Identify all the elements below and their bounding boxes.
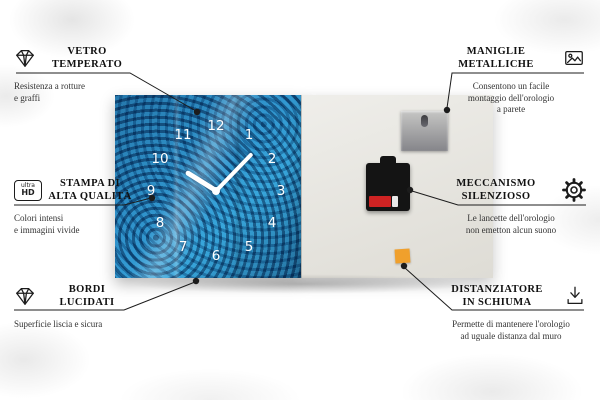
callout-header: BORDI LUCIDATI	[14, 282, 132, 310]
callout-title: BORDI LUCIDATI	[59, 283, 115, 308]
clock-number-1: 1	[244, 127, 254, 143]
callout-vetro-temperato: VETRO TEMPERATO Resistenza a rotture e g…	[14, 44, 132, 104]
ultra-hd-label-bottom: HD	[21, 188, 35, 197]
ultra-hd-label-top: ultra	[21, 182, 35, 189]
callout-description: Colori intensi e immagini vivide	[14, 213, 80, 235]
ultra-hd-icon: ultra HD	[14, 179, 42, 201]
callout-title: VETRO TEMPERATO	[51, 45, 123, 70]
clock-number-2: 2	[267, 151, 277, 167]
gear-icon	[562, 178, 586, 202]
callout-title: MECCANISMO SILENZIOSO	[456, 177, 536, 202]
foam-spacer-icon	[564, 285, 586, 307]
foam-spacer	[394, 248, 411, 264]
gem-icon	[14, 285, 36, 307]
clock-number-3: 3	[276, 183, 286, 199]
callout-description: Permette di mantenere l'orologio ad ugua…	[452, 319, 570, 341]
minute-hand	[214, 152, 254, 193]
clock-back	[301, 95, 493, 278]
clock-number-4: 4	[267, 215, 277, 231]
callout-meccanismo-silenzioso: MECCANISMO SILENZIOSO Le lancette dell'o…	[436, 176, 586, 236]
battery-tip	[392, 196, 398, 207]
clock-hub	[212, 187, 220, 195]
callout-description: Superficie liscia e sicura	[14, 319, 103, 329]
callout-title: MANIGLIE METALLICHE	[458, 45, 534, 70]
callout-header: MECCANISMO SILENZIOSO	[436, 176, 586, 204]
diamond-icon	[14, 47, 36, 69]
callout-description: Resistenza a rotture e graffi	[14, 81, 85, 103]
callout-header: VETRO TEMPERATO	[14, 44, 132, 72]
battery	[369, 196, 391, 207]
clock-number-10: 10	[151, 151, 169, 167]
callout-maniglie-metalliche: MANIGLIE METALLICHE Consentono un facile…	[436, 44, 586, 116]
clock-number-6: 6	[211, 248, 221, 264]
callout-header: DISTANZIATORE IN SCHIUMA	[436, 282, 586, 310]
callout-header: MANIGLIE METALLICHE	[436, 44, 586, 72]
clock-number-8: 8	[155, 215, 165, 231]
callout-bordi-lucidati: BORDI LUCIDATI Superficie liscia e sicur…	[14, 282, 132, 331]
callout-header: ultra HD STAMPA DI ALTA QUALITÀ	[14, 176, 132, 204]
callout-distanziatore-schiuma: DISTANZIATORE IN SCHIUMA Permette di man…	[436, 282, 586, 342]
callout-title: DISTANZIATORE IN SCHIUMA	[451, 283, 543, 308]
product-image: 12 1 2 3 4 5 6 7 8 9 10 11	[115, 95, 493, 294]
callout-stampa-alta-qualita: ultra HD STAMPA DI ALTA QUALITÀ Colori i…	[14, 176, 132, 236]
clock-front: 12 1 2 3 4 5 6 7 8 9 10 11	[115, 95, 301, 278]
callout-title: STAMPA DI ALTA QUALITÀ	[48, 177, 132, 202]
hanger-hole	[421, 115, 428, 127]
clock-number-12: 12	[207, 118, 225, 134]
clock-number-9: 9	[146, 183, 156, 199]
clock-mechanism	[366, 156, 410, 211]
clock-number-11: 11	[174, 127, 192, 143]
clock-number-7: 7	[178, 239, 188, 255]
callout-description: Consentono un facile montaggio dell'orol…	[467, 81, 555, 115]
clock-number-5: 5	[244, 239, 254, 255]
metal-hanger-plate	[401, 111, 448, 151]
callout-description: Le lancette dell'orologio non emetton al…	[465, 213, 557, 235]
mechanism-hook	[380, 156, 396, 165]
picture-icon	[562, 47, 586, 69]
